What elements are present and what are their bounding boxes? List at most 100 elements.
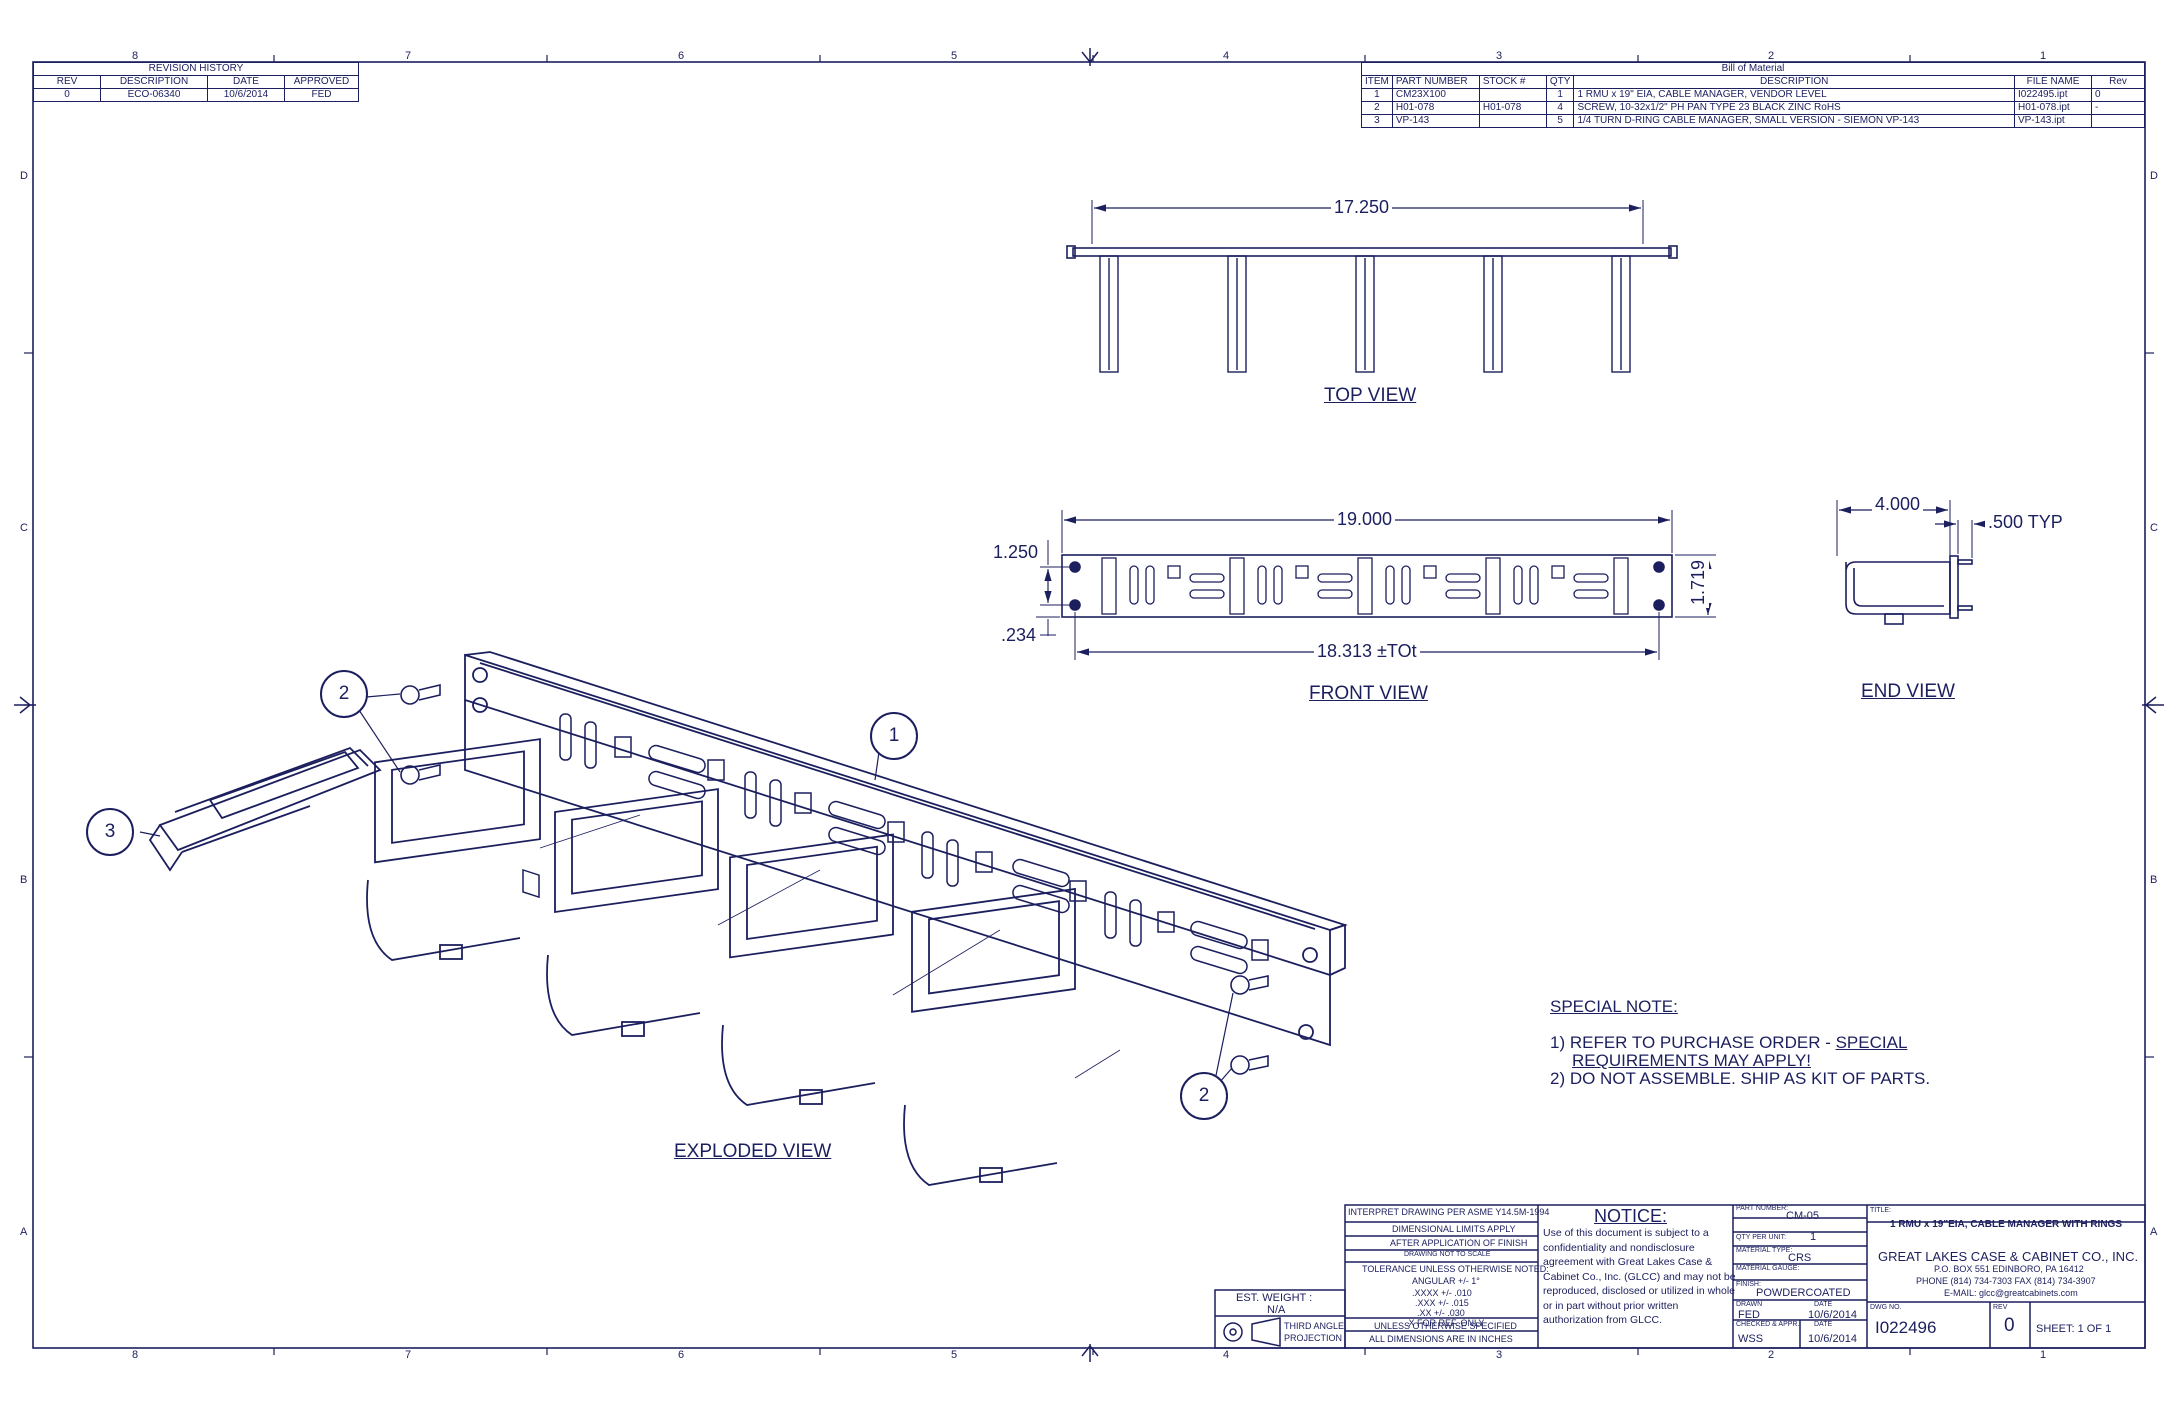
d-ring-tilted bbox=[148, 746, 382, 872]
tolerance-x: .X FOR REF. ONLY bbox=[1406, 1318, 1485, 1328]
item-balloon-3: 3 bbox=[86, 808, 134, 856]
bom-cell: H01-078.ipt bbox=[2014, 101, 2092, 115]
est-weight-label: EST. WEIGHT : bbox=[1236, 1292, 1313, 1304]
drawing-title: 1 RMU x 19"EIA, CABLE MANAGER WITH RINGS bbox=[1890, 1219, 2122, 1230]
bom-header: PART NUMBER bbox=[1391, 75, 1480, 89]
bom-cell: 1 bbox=[1361, 88, 1393, 102]
table-row: 1 CM23X100 1 1 RMU x 19" EIA, CABLE MANA… bbox=[1361, 88, 2145, 102]
title-block-frame bbox=[1214, 1204, 2146, 1349]
part-number-value: CM-05 bbox=[1786, 1210, 1820, 1222]
special-note-line-1-text: 1) REFER TO PURCHASE ORDER - bbox=[1550, 1033, 1836, 1052]
exploded-view-graphic bbox=[139, 651, 1348, 1186]
zone-column-label: 6 bbox=[678, 1349, 685, 1361]
revision-cell: 10/6/2014 bbox=[207, 88, 285, 102]
item-balloon-1: 1 bbox=[870, 712, 918, 760]
revision-header: REV bbox=[33, 75, 101, 89]
finish-label: FINISH: bbox=[1736, 1281, 1761, 1288]
special-note-line-1-continued: REQUIREMENTS MAY APPLY! bbox=[1572, 1051, 1812, 1070]
dimension-end-typ: .500 TYP bbox=[1985, 512, 2066, 533]
not-to-scale-note: DRAWING NOT TO SCALE bbox=[1404, 1251, 1491, 1258]
d-ring-4 bbox=[903, 887, 1076, 1186]
drawn-label: DRAWN bbox=[1736, 1301, 1763, 1308]
top-view-graphic bbox=[1066, 200, 1678, 373]
bom-header: Rev bbox=[2091, 75, 2145, 89]
zone-row-label: C bbox=[20, 522, 28, 534]
bom-cell: H01-078 bbox=[1391, 101, 1480, 115]
checked-date-value: 10/6/2014 bbox=[1808, 1333, 1857, 1345]
bom-cell: VP-143 bbox=[1391, 114, 1480, 128]
front-view-graphic bbox=[1036, 510, 1716, 660]
zone-column-label: 5 bbox=[951, 1349, 958, 1361]
revision-history-table: REVISION HISTORY REV DESCRIPTION DATE AP… bbox=[33, 62, 359, 102]
zone-column-label: 1 bbox=[2040, 1349, 2047, 1361]
special-note-line-1-emphasis: SPECIAL bbox=[1835, 1033, 1908, 1052]
bom-cell bbox=[2091, 114, 2145, 128]
special-note-title: SPECIAL NOTE: bbox=[1550, 997, 1678, 1016]
zone-row-label: B bbox=[20, 874, 28, 886]
checked-label: CHECKED & APPR. bbox=[1736, 1321, 1800, 1328]
top-view-label: TOP VIEW bbox=[1324, 385, 1417, 406]
drawn-date-value: 10/6/2014 bbox=[1808, 1309, 1857, 1321]
zone-column-label: 1 bbox=[2040, 50, 2047, 62]
est-weight-value: N/A bbox=[1267, 1304, 1286, 1316]
bom-title: Bill of Material bbox=[1361, 62, 2145, 76]
zone-row-label: C bbox=[2150, 522, 2158, 534]
dwg-no-value: I022496 bbox=[1875, 1318, 1937, 1337]
dimension-top-width: 17.250 bbox=[1331, 197, 1393, 218]
dimension-end-width: 4.000 bbox=[1872, 494, 1924, 515]
dimension-front-height: 1.719 bbox=[1688, 556, 1709, 608]
bom-cell: I022495.ipt bbox=[2014, 88, 2092, 102]
dimension-hole-vertical: 1.250 bbox=[990, 542, 1042, 563]
zone-column-label: 7 bbox=[405, 50, 412, 62]
zone-column-label: 2 bbox=[1768, 1349, 1775, 1361]
zone-column-label: 8 bbox=[132, 50, 139, 62]
special-note-line-2: 2) DO NOT ASSEMBLE. SHIP AS KIT OF PARTS… bbox=[1550, 1069, 1931, 1088]
zone-row-label: D bbox=[2150, 170, 2158, 182]
dimension-hole-span: 18.313 ±TOt bbox=[1314, 641, 1420, 662]
zone-column-label: 3 bbox=[1496, 50, 1503, 62]
checked-date-label: DATE bbox=[1814, 1321, 1833, 1328]
d-ring-2 bbox=[546, 788, 719, 1037]
notice-title: NOTICE: bbox=[1594, 1206, 1668, 1226]
projection-label-2: PROJECTION bbox=[1284, 1333, 1343, 1343]
revision-cell: FED bbox=[284, 88, 359, 102]
company-email: E-MAIL: glcc@greatcabinets.com bbox=[1944, 1288, 2078, 1298]
title-label: TITLE: bbox=[1870, 1207, 1892, 1214]
item-balloon-2: 2 bbox=[1180, 1072, 1228, 1120]
dimensional-limits-note: DIMENSIONAL LIMITS APPLY bbox=[1392, 1224, 1516, 1234]
qty-per-unit-value: 1 bbox=[1810, 1231, 1817, 1243]
revision-history-title: REVISION HISTORY bbox=[33, 62, 359, 76]
company-name: GREAT LAKES CASE & CABINET CO., INC. bbox=[1878, 1249, 2139, 1264]
zone-row-label: A bbox=[20, 1226, 28, 1238]
zone-column-label: 2 bbox=[1768, 50, 1775, 62]
notice-text: Use of this document is subject to a con… bbox=[1543, 1227, 1736, 1326]
bom-header: QTY bbox=[1545, 75, 1575, 89]
tolerance-heading: TOLERANCE UNLESS OTHERWISE NOTED: bbox=[1362, 1264, 1549, 1274]
material-type-label: MATERIAL TYPE: bbox=[1736, 1247, 1793, 1254]
bom-cell: 2 bbox=[1361, 101, 1393, 115]
bom-header: FILE NAME bbox=[2014, 75, 2092, 89]
tolerance-xx: .XX +/- .030 bbox=[1417, 1308, 1465, 1318]
bom-cell: 0 bbox=[2091, 88, 2145, 102]
revision-header: APPROVED bbox=[284, 75, 359, 89]
zone-row-label: D bbox=[20, 170, 28, 182]
special-note-line-1: 1) REFER TO PURCHASE ORDER - SPECIAL bbox=[1550, 1033, 1907, 1053]
unless-specified-note: UNLESS OTHERWISE SPECIFIED bbox=[1374, 1321, 1517, 1331]
drawn-by-value: FED bbox=[1738, 1309, 1760, 1321]
checked-by-value: WSS bbox=[1738, 1333, 1764, 1345]
bom-header: STOCK # bbox=[1478, 75, 1547, 89]
bom-cell: SCREW, 10-32x1/2" PH PAN TYPE 23 BLACK Z… bbox=[1573, 101, 2015, 115]
dimension-hole-offset: .234 bbox=[998, 625, 1040, 646]
bom-cell: 5 bbox=[1545, 114, 1575, 128]
revision-header: DESCRIPTION bbox=[100, 75, 208, 89]
company-phone: PHONE (814) 734-7303 FAX (814) 734-3907 bbox=[1916, 1276, 2096, 1286]
bill-of-material-table: Bill of Material ITEM PART NUMBER STOCK … bbox=[1361, 62, 2145, 128]
zone-column-label: 4 bbox=[1223, 50, 1230, 62]
zone-column-label: 4 bbox=[1223, 1349, 1230, 1361]
revision-header: DATE bbox=[207, 75, 285, 89]
bom-cell: CM23X100 bbox=[1391, 88, 1480, 102]
table-row: 0 ECO-06340 10/6/2014 FED bbox=[33, 88, 359, 102]
rev-label: REV bbox=[1993, 1304, 2008, 1311]
